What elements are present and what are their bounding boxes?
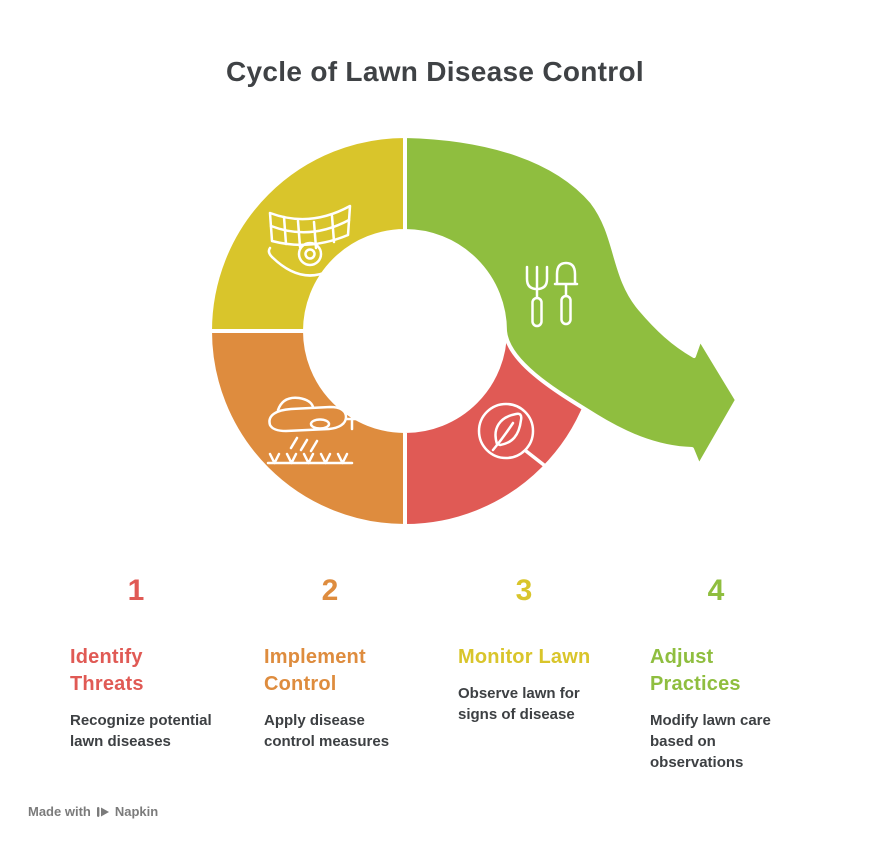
crop-duster-icon [266,396,360,465]
step-description: Recognize potential lawn diseases [70,712,212,750]
napkin-brand-label: Napkin [114,804,159,819]
segment-monitor-lawn [208,134,407,333]
step-number: 4 [707,574,725,607]
page-title: Cycle of Lawn Disease Control [226,56,644,87]
segment-implement-control [208,329,407,528]
step-number: 2 [321,574,339,607]
step-number: 1 [127,574,145,607]
step-description: Modify lawn care based on observations [650,712,771,771]
step-title: Identify Threats [70,646,144,695]
step-title: Implement Control [264,646,366,695]
step-title: Monitor Lawn [458,646,591,668]
leaf-magnifier-icon [477,402,551,471]
pest-net-icon [267,204,353,277]
garden-tools-icon [525,261,579,328]
step-description: Observe lawn for signs of disease [458,685,580,723]
step-2-implement-control: 2 Implement Control Apply disease contro… [264,576,436,752]
step-4-adjust-practices: 4 Adjust Practices Modify lawn care base… [650,576,822,773]
napkin-logo-icon [96,807,109,817]
made-with-napkin-badge[interactable]: Made with Napkin [28,804,158,820]
made-with-label: Made with [28,804,91,819]
step-3-monitor-lawn: 3 Monitor Lawn Observe lawn for signs of… [458,576,630,725]
step-number: 3 [515,574,533,607]
step-1-identify-threats: 1 Identify Threats Recognize potential l… [70,576,242,752]
step-title: Adjust Practices [650,646,741,695]
step-description: Apply disease control measures [264,712,390,750]
